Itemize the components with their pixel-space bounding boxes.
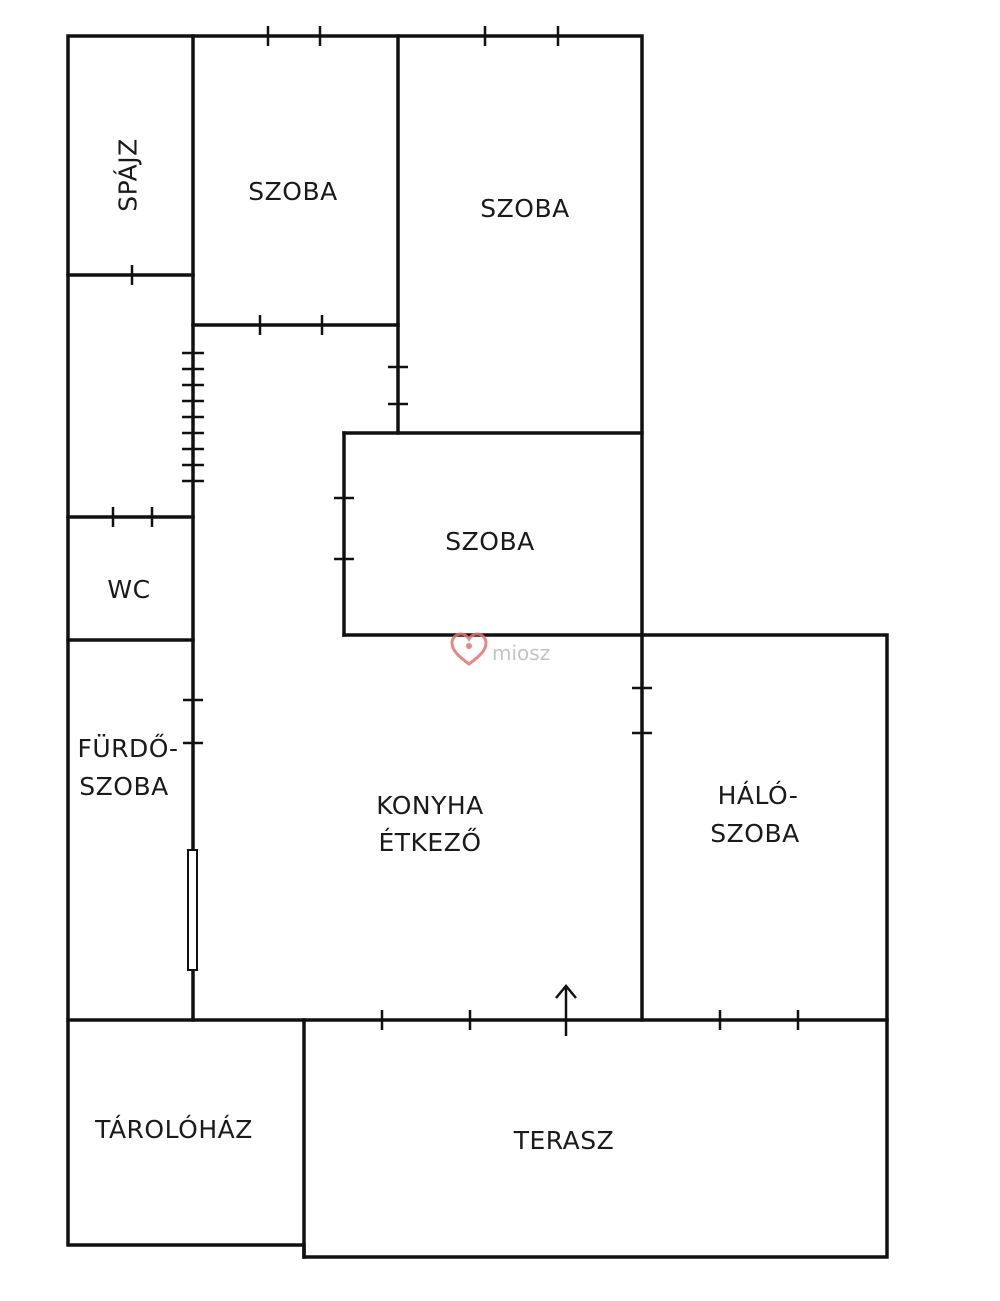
label-furdoszoba-line2: SZOBA <box>79 772 168 801</box>
door-ticks <box>111 26 800 1030</box>
watermark: miosz <box>450 632 550 666</box>
label-szoba-top-right: SZOBA <box>480 194 569 223</box>
label-spajz: SPÁJZ <box>114 138 143 211</box>
label-wc: WC <box>107 575 150 604</box>
label-haloszoba-line1: HÁLÓ- <box>718 780 799 810</box>
label-haloszoba-line2: SZOBA <box>710 819 799 848</box>
heart-logo-icon <box>450 632 488 666</box>
label-konyha-line2: ÉTKEZŐ <box>378 827 481 857</box>
label-konyha-line1: KONYHA <box>376 791 484 820</box>
outer-wall <box>66 34 889 1259</box>
walls <box>66 34 889 1259</box>
entrance-arrow-icon <box>555 984 577 1036</box>
label-szoba-middle: SZOBA <box>445 527 534 556</box>
label-terasz: TERASZ <box>513 1126 615 1155</box>
room-labels: SPÁJZ SZOBA SZOBA SZOBA WC FÜRDŐ- SZOBA … <box>78 138 800 1155</box>
label-szoba-top-left: SZOBA <box>248 177 337 206</box>
label-tarolohaz: TÁROLÓHÁZ <box>94 1114 253 1144</box>
sliding-window <box>187 849 198 971</box>
watermark-text: miosz <box>492 641 550 665</box>
label-furdoszoba-line1: FÜRDŐ- <box>78 733 179 763</box>
